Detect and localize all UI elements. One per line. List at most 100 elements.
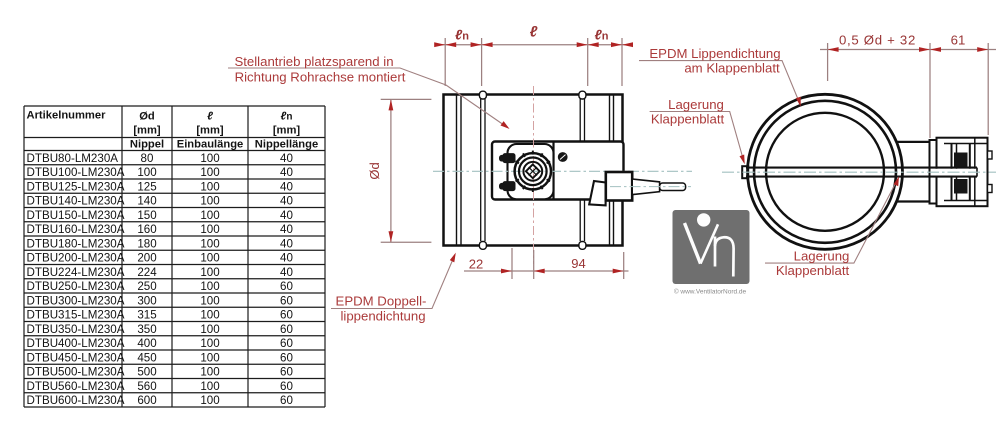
- svg-text:200: 200: [137, 252, 156, 265]
- svg-text:60: 60: [280, 394, 293, 407]
- svg-text:100: 100: [200, 152, 219, 165]
- svg-text:350: 350: [137, 323, 156, 336]
- svg-text:[mm]: [mm]: [273, 125, 301, 137]
- svg-text:ℓn: ℓn: [595, 27, 609, 43]
- svg-text:100: 100: [200, 394, 219, 407]
- svg-text:Nippel: Nippel: [130, 139, 164, 151]
- svg-text:100: 100: [200, 223, 219, 236]
- svg-text:100: 100: [137, 166, 156, 179]
- svg-text:am Klappenblatt: am Klappenblatt: [684, 61, 780, 76]
- svg-text:100: 100: [200, 323, 219, 336]
- svg-text:DTBU150-LM230A: DTBU150-LM230A: [27, 209, 125, 222]
- svg-text:61: 61: [951, 33, 966, 48]
- svg-text:40: 40: [280, 209, 293, 222]
- svg-text:DTBU224-LM230A: DTBU224-LM230A: [27, 266, 125, 279]
- svg-text:180: 180: [137, 237, 156, 250]
- svg-text:DTBU300-LM230A: DTBU300-LM230A: [27, 294, 125, 307]
- svg-text:0,5 Ød + 32: 0,5 Ød + 32: [839, 33, 916, 48]
- svg-text:DTBU315-LM230A: DTBU315-LM230A: [27, 309, 125, 322]
- svg-text:500: 500: [137, 366, 156, 379]
- svg-text:100: 100: [200, 195, 219, 208]
- svg-text:Klappenblatt: Klappenblatt: [651, 112, 725, 127]
- svg-text:125: 125: [137, 180, 156, 193]
- svg-text:ℓn: ℓn: [455, 27, 469, 43]
- svg-text:94: 94: [571, 256, 585, 271]
- svg-text:300: 300: [137, 294, 156, 307]
- svg-text:DTBU200-LM230A: DTBU200-LM230A: [27, 252, 125, 265]
- svg-text:40: 40: [280, 223, 293, 236]
- svg-text:140: 140: [137, 195, 156, 208]
- svg-text:ℓ: ℓ: [207, 111, 213, 123]
- svg-text:100: 100: [200, 366, 219, 379]
- svg-text:400: 400: [137, 337, 156, 350]
- svg-text:600: 600: [137, 394, 156, 407]
- svg-text:60: 60: [280, 337, 293, 350]
- svg-text:[mm]: [mm]: [196, 125, 224, 137]
- svg-text:© www.VentilatorNord.de: © www.VentilatorNord.de: [674, 288, 747, 296]
- svg-text:100: 100: [200, 280, 219, 293]
- svg-text:100: 100: [200, 337, 219, 350]
- svg-text:Lagerung: Lagerung: [668, 97, 724, 112]
- svg-text:DTBU350-LM230A: DTBU350-LM230A: [27, 323, 125, 336]
- svg-text:Nippellänge: Nippellänge: [255, 139, 318, 151]
- svg-text:60: 60: [280, 309, 293, 322]
- svg-text:DTBU180-LM230A: DTBU180-LM230A: [27, 237, 125, 250]
- svg-text:100: 100: [200, 266, 219, 279]
- svg-text:40: 40: [280, 252, 293, 265]
- svg-text:224: 224: [137, 266, 157, 279]
- svg-text:100: 100: [200, 166, 219, 179]
- svg-text:DTBU125-LM230A: DTBU125-LM230A: [27, 180, 125, 193]
- svg-text:EPDM Doppell-: EPDM Doppell-: [336, 294, 427, 309]
- svg-text:DTBU400-LM230A: DTBU400-LM230A: [27, 337, 125, 350]
- svg-text:DTBU560-LM230A: DTBU560-LM230A: [27, 380, 125, 393]
- svg-text:EPDM Lippendichtung: EPDM Lippendichtung: [649, 46, 780, 61]
- svg-text:560: 560: [137, 380, 156, 393]
- svg-text:60: 60: [280, 351, 293, 364]
- svg-text:DTBU80-LM230A: DTBU80-LM230A: [27, 152, 119, 165]
- svg-text:Stellantrieb platzsparend in: Stellantrieb platzsparend in: [234, 54, 393, 69]
- svg-text:60: 60: [280, 280, 293, 293]
- svg-text:250: 250: [137, 280, 156, 293]
- svg-text:Richtung Rohrachse montiert: Richtung Rohrachse montiert: [235, 70, 406, 85]
- svg-text:40: 40: [280, 180, 293, 193]
- svg-text:40: 40: [280, 166, 293, 179]
- svg-text:DTBU500-LM230A: DTBU500-LM230A: [27, 366, 125, 379]
- svg-text:40: 40: [280, 195, 293, 208]
- svg-text:DTBU250-LM230A: DTBU250-LM230A: [27, 280, 125, 293]
- svg-text:ℓn: ℓn: [281, 111, 293, 123]
- svg-text:80: 80: [141, 152, 154, 165]
- svg-text:450: 450: [137, 351, 156, 364]
- svg-text:Artikelnummer: Artikelnummer: [27, 110, 107, 122]
- svg-text:100: 100: [200, 252, 219, 265]
- svg-text:40: 40: [280, 152, 293, 165]
- svg-text:100: 100: [200, 237, 219, 250]
- svg-text:100: 100: [200, 294, 219, 307]
- svg-text:100: 100: [200, 209, 219, 222]
- svg-text:100: 100: [200, 380, 219, 393]
- svg-text:150: 150: [137, 209, 156, 222]
- svg-text:40: 40: [280, 237, 293, 250]
- svg-text:[mm]: [mm]: [133, 125, 161, 137]
- svg-text:60: 60: [280, 294, 293, 307]
- svg-text:DTBU600-LM230A: DTBU600-LM230A: [27, 394, 125, 407]
- svg-text:DTBU450-LM230A: DTBU450-LM230A: [27, 351, 125, 364]
- svg-text:Lagerung: Lagerung: [794, 249, 850, 264]
- svg-text:160: 160: [137, 223, 156, 236]
- svg-text:Einbaulänge: Einbaulänge: [177, 139, 244, 151]
- svg-text:315: 315: [137, 309, 156, 322]
- svg-text:40: 40: [280, 266, 293, 279]
- svg-text:DTBU100-LM230A: DTBU100-LM230A: [27, 166, 125, 179]
- svg-text:60: 60: [280, 323, 293, 336]
- svg-text:Ød: Ød: [367, 162, 382, 179]
- svg-text:Ød: Ød: [139, 111, 155, 123]
- svg-text:22: 22: [469, 257, 483, 272]
- svg-text:60: 60: [280, 380, 293, 393]
- svg-text:DTBU140-LM230A: DTBU140-LM230A: [27, 195, 125, 208]
- svg-text:Klappenblatt: Klappenblatt: [776, 263, 850, 278]
- svg-text:100: 100: [200, 180, 219, 193]
- svg-text:100: 100: [200, 351, 219, 364]
- svg-text:100: 100: [200, 309, 219, 322]
- svg-text:ℓ: ℓ: [530, 24, 538, 41]
- svg-text:DTBU160-LM230A: DTBU160-LM230A: [27, 223, 125, 236]
- svg-text:lippendichtung: lippendichtung: [340, 309, 425, 324]
